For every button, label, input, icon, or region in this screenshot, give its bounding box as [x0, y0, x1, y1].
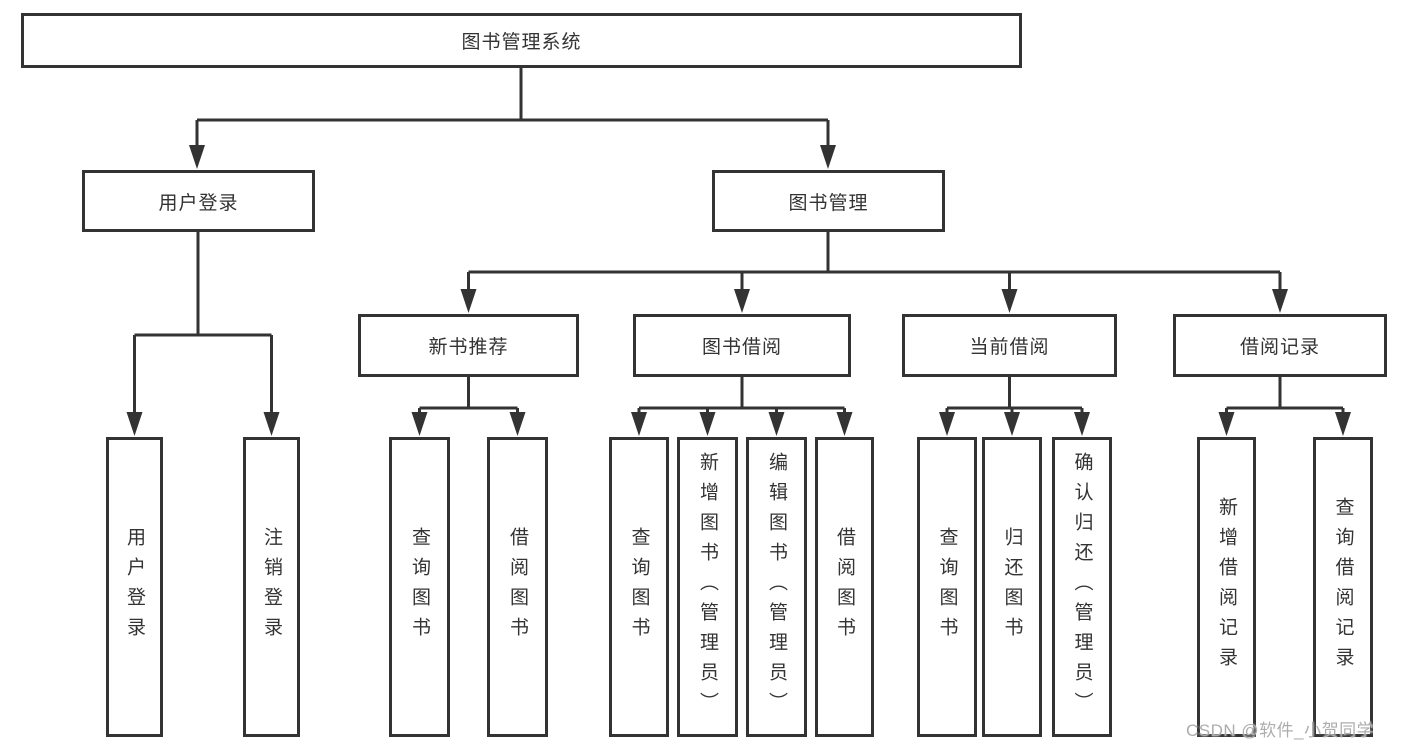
- connector-userlogin-to-leaves: [126, 232, 280, 436]
- node-label: 查询图书: [628, 527, 650, 647]
- node-label: 新增图书（管理员）: [697, 452, 718, 722]
- leaf-add-borrow-record: 新增借阅记录: [1197, 437, 1256, 737]
- node-new-book-recommendation: 新书推荐: [358, 314, 579, 377]
- node-library-management-system: 图书管理系统: [21, 13, 1022, 68]
- connector-bookborrow-to-leaves: [631, 377, 853, 436]
- node-label: 归还图书: [1001, 527, 1023, 647]
- node-label: 当前借阅: [969, 337, 1050, 358]
- node-book-management: 图书管理: [712, 170, 945, 232]
- connector-newbookrec-to-leaves: [411, 377, 526, 436]
- node-label: 图书管理: [788, 192, 869, 214]
- node-label: 确认归还（管理员）: [1071, 452, 1093, 722]
- node-label: 借阅记录: [1239, 337, 1320, 358]
- connector-currentborrow-to-leaves: [939, 377, 1090, 436]
- node-user-login: 用户登录: [82, 170, 315, 232]
- leaf-return-books: 归还图书: [982, 437, 1042, 737]
- leaf-logout: 注销登录: [243, 437, 300, 737]
- node-label: 借阅图书: [507, 527, 528, 647]
- node-label: 用户登录: [124, 527, 145, 647]
- leaf-query-books-current: 查询图书: [917, 437, 977, 737]
- node-label: 用户登录: [158, 192, 239, 214]
- node-label: 借阅图书: [834, 527, 855, 647]
- node-book-borrowing: 图书借阅: [633, 314, 851, 377]
- connector-root-to-level1: [189, 68, 836, 169]
- node-label: 编辑图书（管理员）: [766, 452, 787, 722]
- node-label: 注销登录: [261, 527, 282, 647]
- node-label: 查询图书: [936, 527, 958, 647]
- leaf-user-login: 用户登录: [106, 437, 163, 737]
- node-label: 查询借阅记录: [1332, 497, 1354, 677]
- node-label: 图书管理系统: [461, 32, 582, 53]
- node-label: 查询图书: [409, 527, 430, 647]
- node-current-borrowing: 当前借阅: [902, 314, 1117, 377]
- leaf-borrow-books: 借阅图书: [815, 437, 874, 737]
- leaf-query-books-borrow: 查询图书: [609, 437, 669, 737]
- node-borrowing-records: 借阅记录: [1173, 314, 1387, 377]
- csdn-watermark: CSDN @软件_小贺同学: [1186, 721, 1375, 740]
- connector-borrowrecords-to-leaves: [1218, 377, 1351, 436]
- connector-bookmgmt-to-level2: [460, 232, 1288, 313]
- node-label: 图书借阅: [701, 337, 782, 358]
- leaf-query-borrow-record: 查询借阅记录: [1313, 437, 1373, 737]
- leaf-edit-books-admin: 编辑图书（管理员）: [746, 437, 807, 737]
- leaf-query-books-rec: 查询图书: [389, 437, 450, 737]
- leaf-add-books-admin: 新增图书（管理员）: [677, 437, 738, 737]
- node-label: 新书推荐: [428, 337, 509, 358]
- leaf-borrow-books-rec: 借阅图书: [487, 437, 548, 737]
- node-label: 新增借阅记录: [1216, 497, 1237, 677]
- leaf-confirm-return-admin: 确认归还（管理员）: [1052, 437, 1112, 737]
